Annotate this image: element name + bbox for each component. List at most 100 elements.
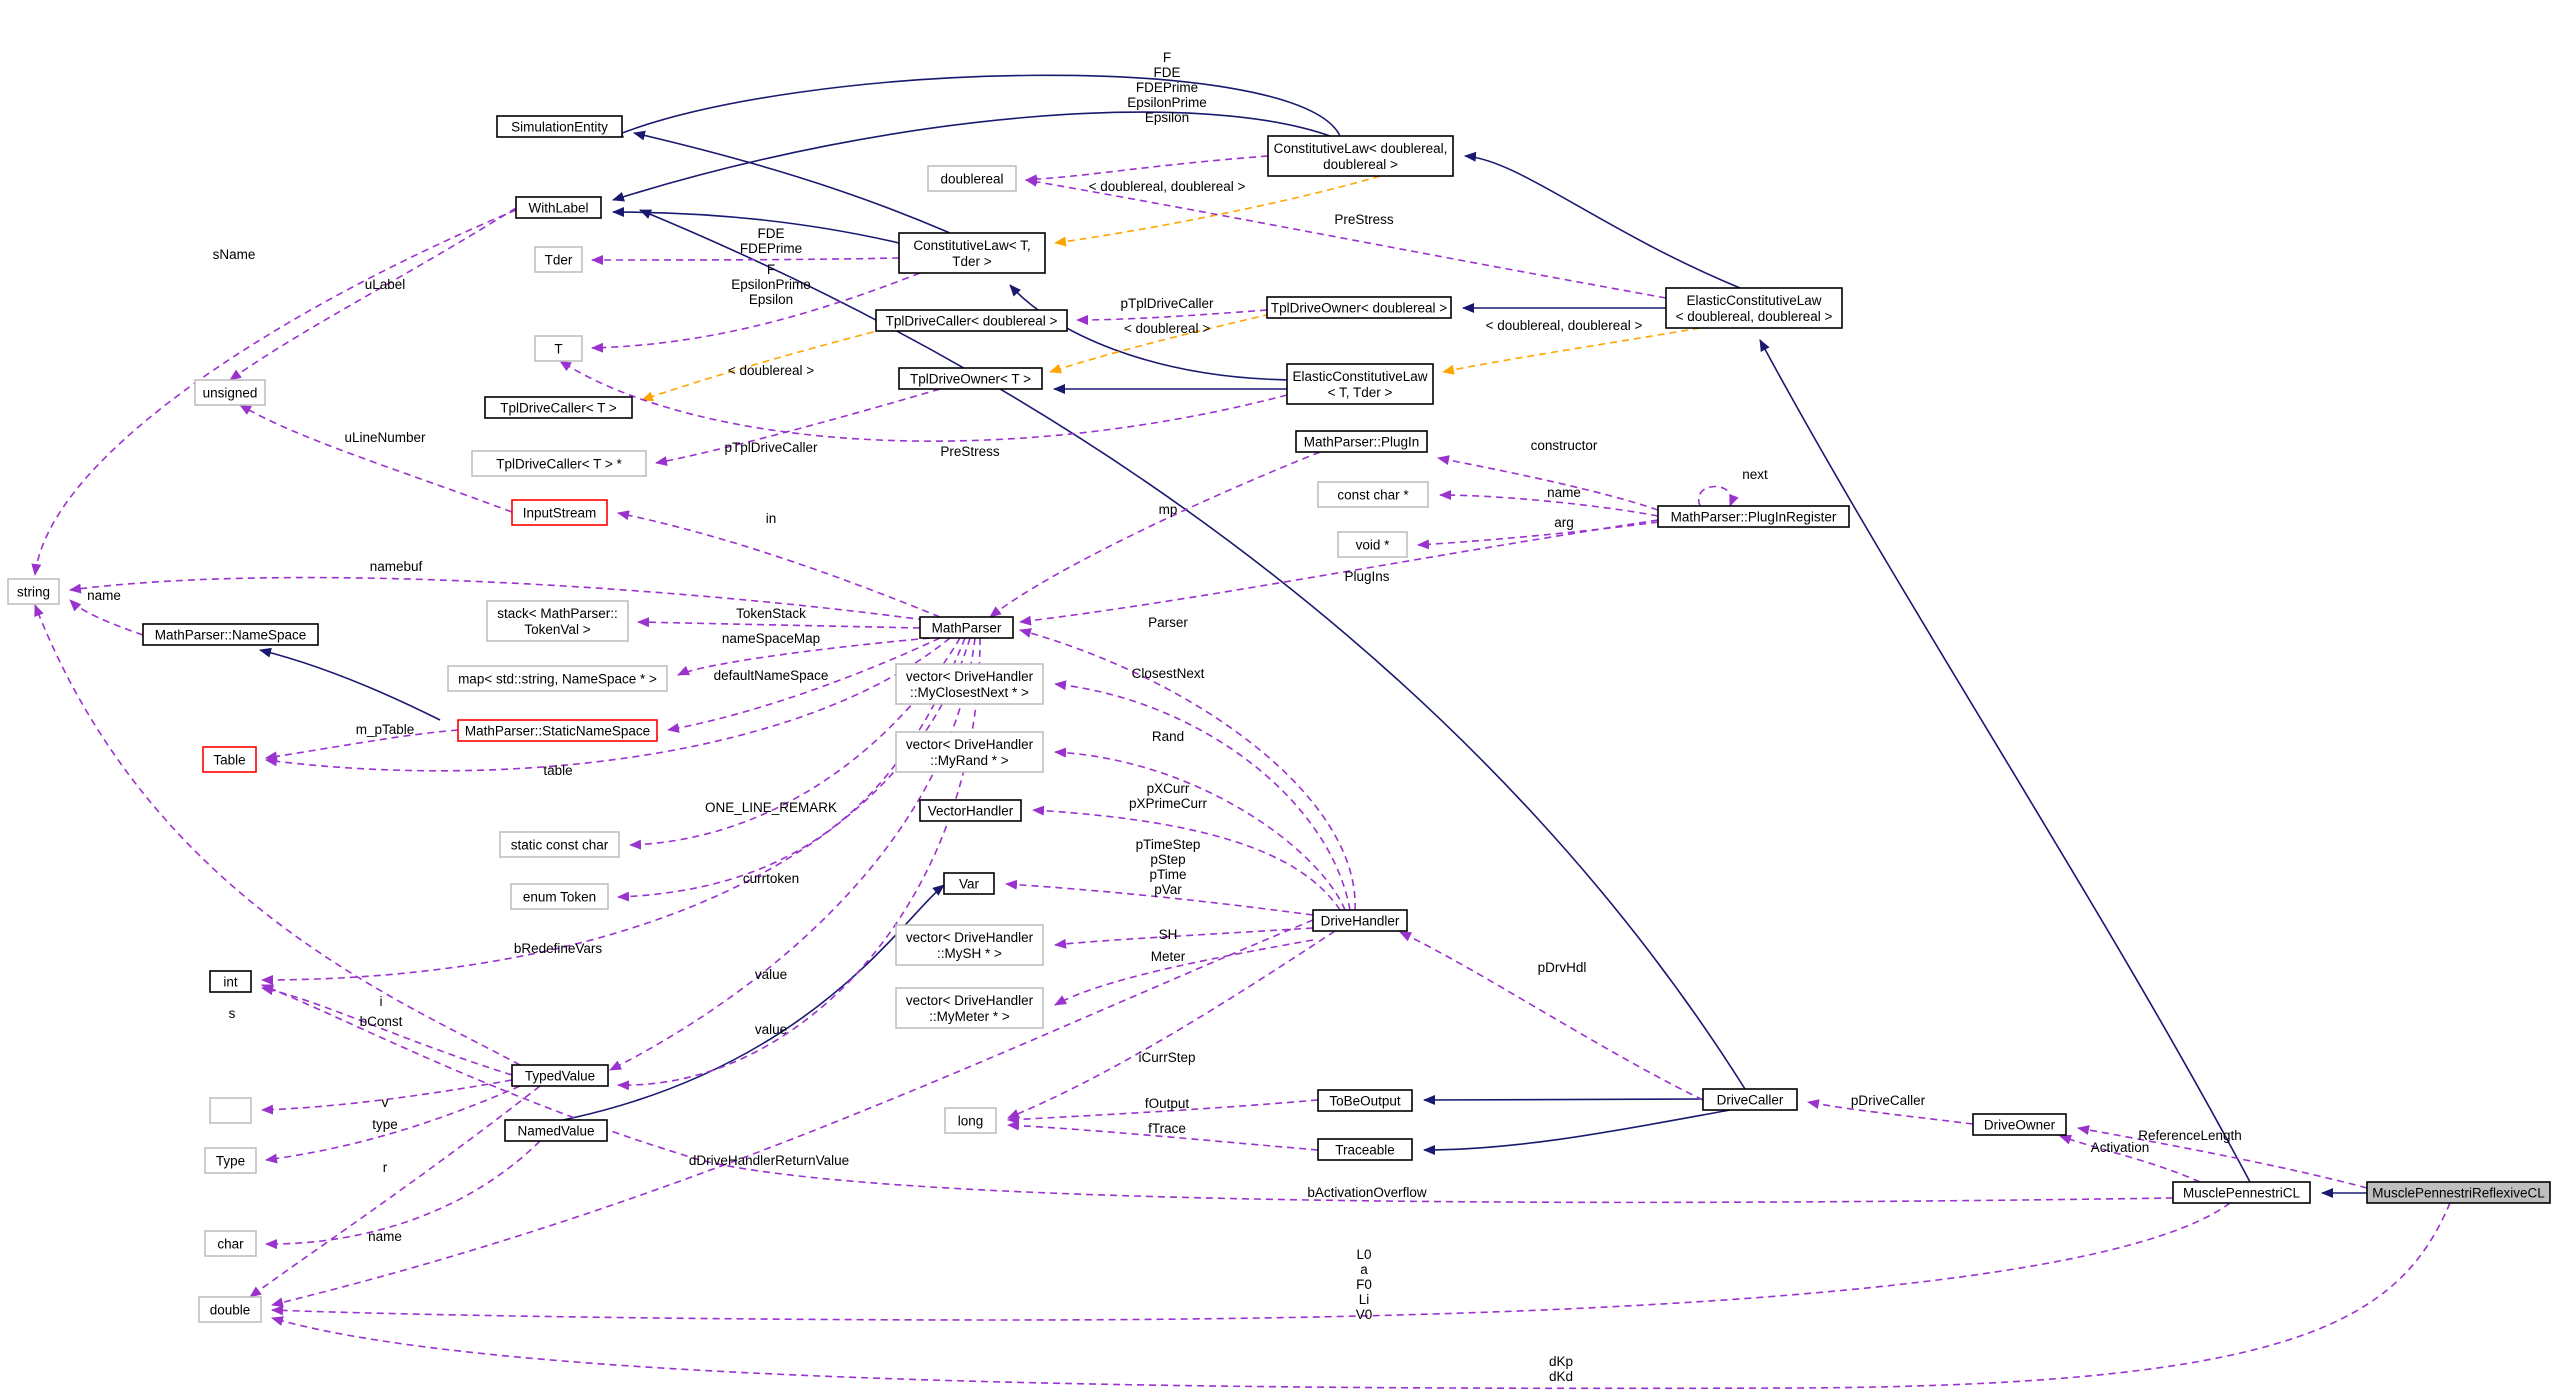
node-simulationentity[interactable]: SimulationEntity: [496, 115, 623, 138]
node-mathparser[interactable]: MathParser: [919, 616, 1014, 639]
usage-drivehandler-to-vec-sh: [1054, 927, 1314, 949]
svg-text:FDEPrime: FDEPrime: [740, 241, 802, 256]
node-tobeoutput[interactable]: ToBeOutput: [1317, 1089, 1413, 1112]
svg-text:< doublereal, doublereal >: < doublereal, doublereal >: [1486, 318, 1643, 333]
edge-label-v: v: [382, 1095, 389, 1110]
edge-label-dbl-dbl2: < doublereal, doublereal >: [1486, 318, 1643, 333]
usage-drivehandler-to-double: [271, 919, 1314, 1308]
node-traceable[interactable]: Traceable: [1317, 1138, 1413, 1161]
svg-text:F0: F0: [1356, 1277, 1372, 1292]
inherit-staticnamespace-to-namespace: [259, 647, 441, 721]
usage-namespace-to-string: [69, 599, 144, 636]
node-typedvalue[interactable]: TypedValue: [511, 1064, 609, 1087]
node-unsigned[interactable]: unsigned: [194, 379, 266, 406]
usage-withlabel-to-string: [31, 209, 517, 576]
node-staticnamespace[interactable]: MathParser::StaticNameSpace: [457, 719, 658, 742]
svg-text:in: in: [766, 511, 777, 526]
node-stack-tokenval[interactable]: stack< MathParser::TokenVal >: [486, 600, 629, 642]
node-doublereal[interactable]: doublereal: [927, 165, 1017, 192]
node-vec-closestnext[interactable]: vector< DriveHandler::MyClosestNext * >: [895, 663, 1044, 705]
usage-drivehandler-to-vec-closestnext: [1054, 680, 1351, 911]
node-t[interactable]: T: [534, 335, 583, 362]
node-plugin[interactable]: MathParser::PlugIn: [1295, 430, 1428, 453]
node-string[interactable]: string: [7, 578, 60, 605]
node-table[interactable]: Table: [202, 746, 257, 773]
node-elastic-dbl[interactable]: ElasticConstitutiveLaw< doublereal, doub…: [1665, 287, 1843, 329]
node-tpldrivecaller-t[interactable]: TplDriveCaller< T >: [484, 396, 633, 419]
usage-drivehandler-to-vec-meter: [1054, 939, 1314, 1006]
node-label: ConstitutiveLaw< doublereal,: [1274, 141, 1448, 156]
svg-text:TokenStack: TokenStack: [736, 606, 806, 621]
node-tder[interactable]: Tder: [534, 246, 583, 273]
node-label: DriveHandler: [1321, 914, 1400, 929]
node-vec-rand[interactable]: vector< DriveHandler::MyRand * >: [895, 731, 1044, 773]
edge-label-pdrivecaller: pDriveCaller: [1851, 1093, 1926, 1108]
node-vec-meter[interactable]: vector< DriveHandler::MyMeter * >: [895, 987, 1044, 1029]
node-label: < T, Tder >: [1328, 385, 1393, 400]
edge-label-dhreturn: dDriveHandlerReturnValue: [689, 1153, 849, 1168]
node-void-ptr[interactable]: void *: [1337, 531, 1408, 558]
node-namedvalue[interactable]: NamedValue: [504, 1119, 608, 1142]
svg-text:value: value: [755, 1022, 787, 1037]
node-muscle-cl[interactable]: MusclePennestriCL: [2172, 1181, 2311, 1204]
node-tpldrivecaller-dbl[interactable]: TplDriveCaller< doublereal >: [875, 309, 1068, 332]
edge-label-meter: Meter: [1151, 949, 1186, 964]
node-label: MathParser::StaticNameSpace: [465, 724, 650, 739]
node-tpldriveowner-dbl[interactable]: TplDriveOwner< doublereal >: [1266, 296, 1452, 319]
node-driveowner[interactable]: DriveOwner: [1972, 1113, 2067, 1136]
node-char[interactable]: char: [204, 1230, 257, 1257]
svg-text:pTplDriveCaller: pTplDriveCaller: [1120, 296, 1214, 311]
node-inputstream[interactable]: InputStream: [511, 499, 608, 526]
edge-label-activation: Activation: [2091, 1140, 2150, 1155]
node-static-const-char[interactable]: static const char: [499, 831, 620, 858]
node-elastic-t[interactable]: ElasticConstitutiveLaw< T, Tder >: [1286, 363, 1434, 405]
svg-text:iCurrStep: iCurrStep: [1138, 1050, 1195, 1065]
node-muscle-reflexive[interactable]: MusclePennestriReflexiveCL: [2366, 1181, 2551, 1204]
node-int[interactable]: int: [209, 970, 252, 993]
node-map-namespace[interactable]: map< std::string, NameSpace * >: [447, 665, 668, 692]
node-blank[interactable]: [209, 1097, 252, 1124]
edge-label-name-string: name: [87, 588, 121, 603]
node-pluginregister[interactable]: MathParser::PlugInRegister: [1657, 505, 1850, 528]
node-double[interactable]: double: [198, 1296, 262, 1323]
template-tpldrivecaller-dbl-to-tpldrivecaller-t: [641, 319, 921, 402]
node-label: ToBeOutput: [1329, 1094, 1401, 1109]
edge-label-in: in: [766, 511, 777, 526]
usage-musclecl-to-double: [271, 1202, 2231, 1321]
svg-text:ClosestNext: ClosestNext: [1132, 666, 1205, 681]
node-var[interactable]: Var: [943, 872, 995, 895]
node-namespace[interactable]: MathParser::NameSpace: [142, 623, 319, 646]
inherit-constlaw-dbl-to-withlabel: [612, 111, 1331, 202]
node-vectorhandler[interactable]: VectorHandler: [919, 799, 1022, 822]
node-constlaw-dbl[interactable]: ConstitutiveLaw< doublereal,doublereal >: [1267, 135, 1454, 177]
edge-label-ptpldrivecaller-t: pTplDriveCaller: [724, 440, 818, 455]
node-constlaw-t[interactable]: ConstitutiveLaw< T,Tder >: [898, 232, 1046, 274]
usage-tpldriveowner-dbl-to-tpldrivecaller-dbl: [1076, 309, 1268, 325]
node-type[interactable]: Type: [204, 1147, 257, 1174]
node-label: ElasticConstitutiveLaw: [1292, 369, 1427, 384]
node-label: char: [217, 1237, 244, 1252]
edge-label-value1: value: [755, 967, 787, 982]
node-drivecaller[interactable]: DriveCaller: [1702, 1088, 1798, 1111]
node-label: MathParser::PlugIn: [1304, 435, 1420, 450]
svg-text:pTime: pTime: [1149, 867, 1186, 882]
node-vec-sh[interactable]: vector< DriveHandler::MySH * >: [895, 924, 1044, 966]
node-drivehandler[interactable]: DriveHandler: [1312, 909, 1408, 932]
node-enum-token[interactable]: enum Token: [510, 883, 609, 910]
node-const-char-ptr[interactable]: const char *: [1317, 481, 1429, 508]
node-withlabel[interactable]: WithLabel: [515, 196, 602, 219]
svg-text:pDrvHdl: pDrvHdl: [1538, 960, 1587, 975]
node-label: NamedValue: [517, 1124, 594, 1139]
node-long[interactable]: long: [944, 1107, 997, 1134]
node-tpldriveowner-t[interactable]: TplDriveOwner< T >: [898, 367, 1043, 390]
node-tpldrivecaller-t-ptr[interactable]: TplDriveCaller< T > *: [471, 450, 647, 477]
node-label: VectorHandler: [928, 804, 1014, 819]
svg-text:r: r: [383, 1160, 388, 1175]
usage-constlaw-dbl-to-doublereal: [1025, 155, 1269, 185]
svg-text:s: s: [229, 1006, 236, 1021]
usage-drivehandler-to-vec-rand: [1054, 747, 1346, 911]
